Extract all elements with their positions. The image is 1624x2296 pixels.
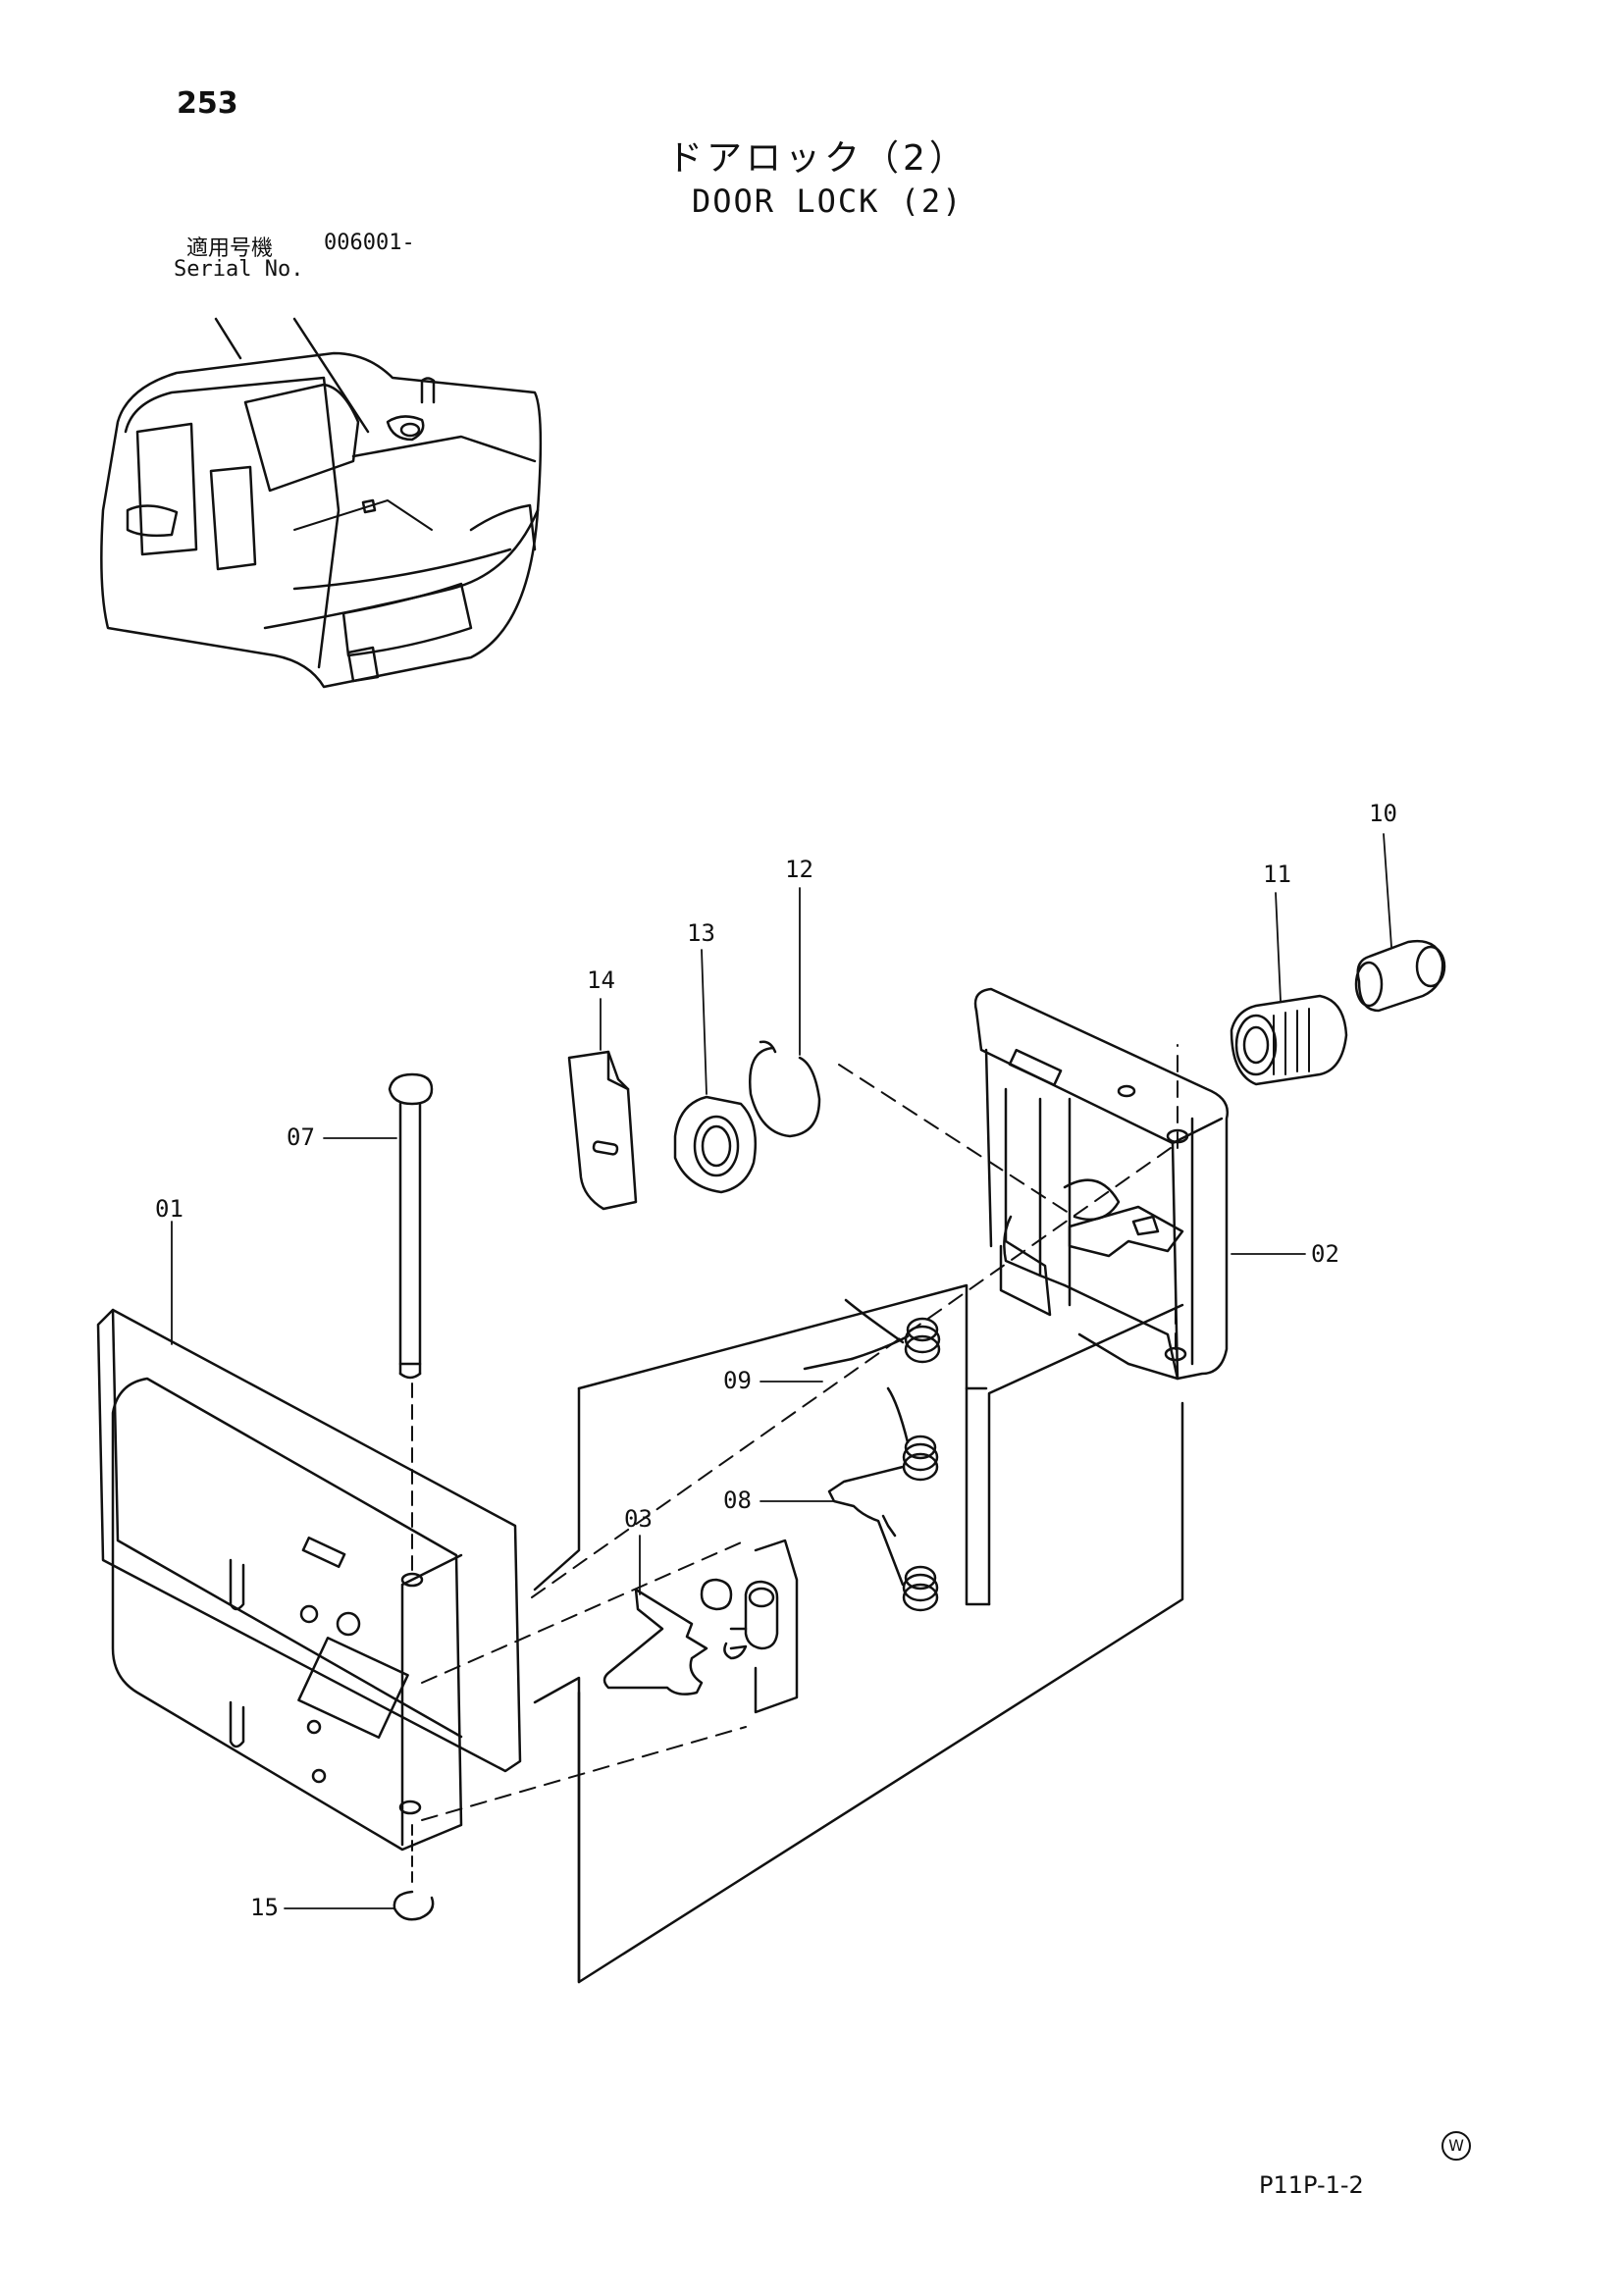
- callout-11: 11: [1263, 861, 1291, 888]
- assembly-frame-outline: [533, 1283, 1184, 1984]
- callout-12: 12: [785, 856, 813, 883]
- callout-01: 01: [155, 1195, 183, 1223]
- part-07-pin: [388, 1072, 434, 1571]
- assembly-guide-lines: [421, 1044, 1179, 1821]
- page-number: 253: [177, 86, 238, 121]
- part-08-torsion-spring: [827, 1386, 939, 1612]
- part-13-nut: [673, 1095, 758, 1194]
- w-mark-icon: W: [1441, 2131, 1471, 2161]
- part-14-latch-plate: [567, 1050, 638, 1211]
- callout-09: 09: [723, 1367, 752, 1394]
- figure-code: P11P-1-2: [1259, 2171, 1364, 2199]
- page-title-en: DOOR LOCK (2): [692, 183, 964, 220]
- part-01-plate: [96, 1308, 522, 1852]
- part-11-threaded-bushing: [1230, 994, 1348, 1086]
- serial-number: 006001-: [324, 231, 415, 255]
- callout-02: 02: [1311, 1240, 1339, 1268]
- part-15-retaining-ring: [393, 1824, 435, 1921]
- callout-leader-lines: [171, 833, 1392, 1909]
- callout-07: 07: [287, 1123, 315, 1151]
- callout-08: 08: [723, 1487, 752, 1514]
- serial-label-jp: 適用号機: [186, 236, 274, 261]
- callout-13: 13: [687, 919, 715, 947]
- callout-03: 03: [624, 1505, 653, 1533]
- part-12-snap-ring: [749, 1040, 821, 1138]
- page-title-jp: ドアロック（2）: [667, 138, 969, 179]
- excavator-overview-icon: [100, 317, 543, 689]
- part-09-torsion-spring: [803, 1298, 941, 1371]
- serial-label-en: Serial No.: [174, 257, 304, 282]
- callout-14: 14: [587, 966, 615, 994]
- part-02-bracket: [973, 987, 1230, 1381]
- part-03-latch-lever: [602, 1539, 799, 1714]
- callout-10: 10: [1369, 800, 1397, 827]
- part-10-lock-cylinder: [1354, 939, 1446, 1013]
- callout-15: 15: [250, 1894, 279, 1921]
